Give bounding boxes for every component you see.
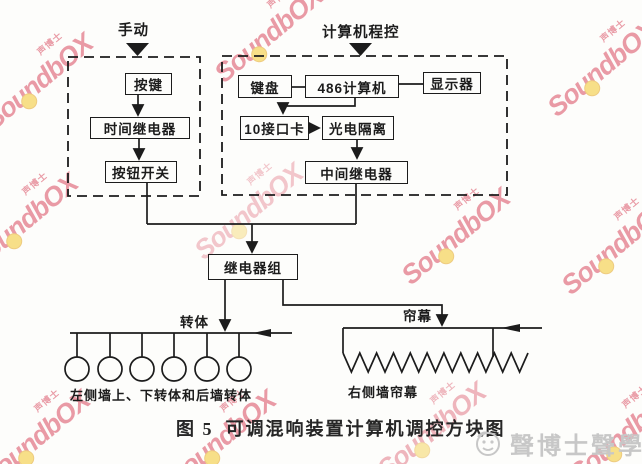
box-keyboard: 键盘 [238, 75, 292, 98]
figure-caption: 图 5 可调混响装置计算机调控方块图 [176, 415, 506, 441]
label-curtain-description: 右侧墙帘幕 [348, 385, 419, 400]
label-manual: 手动 [118, 23, 149, 39]
box-relay-group: 继电器组 [208, 254, 298, 280]
box-key-button: 按键 [125, 73, 172, 95]
label-rotator-description: 左侧墙上、下转体和后墙转体 [70, 388, 253, 403]
logo-text: 聲博士聲學 [510, 432, 642, 460]
label-computer-control: 计算机程控 [322, 25, 400, 41]
box-486-computer: 486计算机 [305, 75, 399, 98]
brand-logo: 聲博士聲學 [474, 426, 642, 460]
box-push-switch: 按钮开关 [105, 161, 177, 183]
manual-group-frame [67, 56, 201, 197]
box-intermediate-relay: 中间继电器 [305, 161, 408, 184]
box-monitor: 显示器 [423, 72, 481, 94]
curtain-bus-arrow [501, 324, 520, 332]
manual-pointer-arrow [126, 43, 149, 56]
computer-group-frame [221, 55, 508, 196]
rotator-circles [64, 356, 252, 382]
rotator-bus-arrow [253, 329, 271, 337]
computer-pointer-arrow [349, 43, 372, 56]
label-curtain: 帘幕 [403, 309, 432, 324]
box-time-relay: 时间继电器 [90, 117, 190, 139]
box-io-card: 10接口卡 [240, 116, 309, 140]
box-opto-isolation: 光电隔离 [322, 116, 394, 140]
label-rotator: 转体 [180, 315, 209, 330]
logo-face-icon [476, 431, 500, 456]
curtain-zigzag [342, 350, 529, 375]
figure-number: 图 5 [176, 419, 214, 439]
figure-title: 可调混响装置计算机调控方块图 [225, 419, 506, 439]
